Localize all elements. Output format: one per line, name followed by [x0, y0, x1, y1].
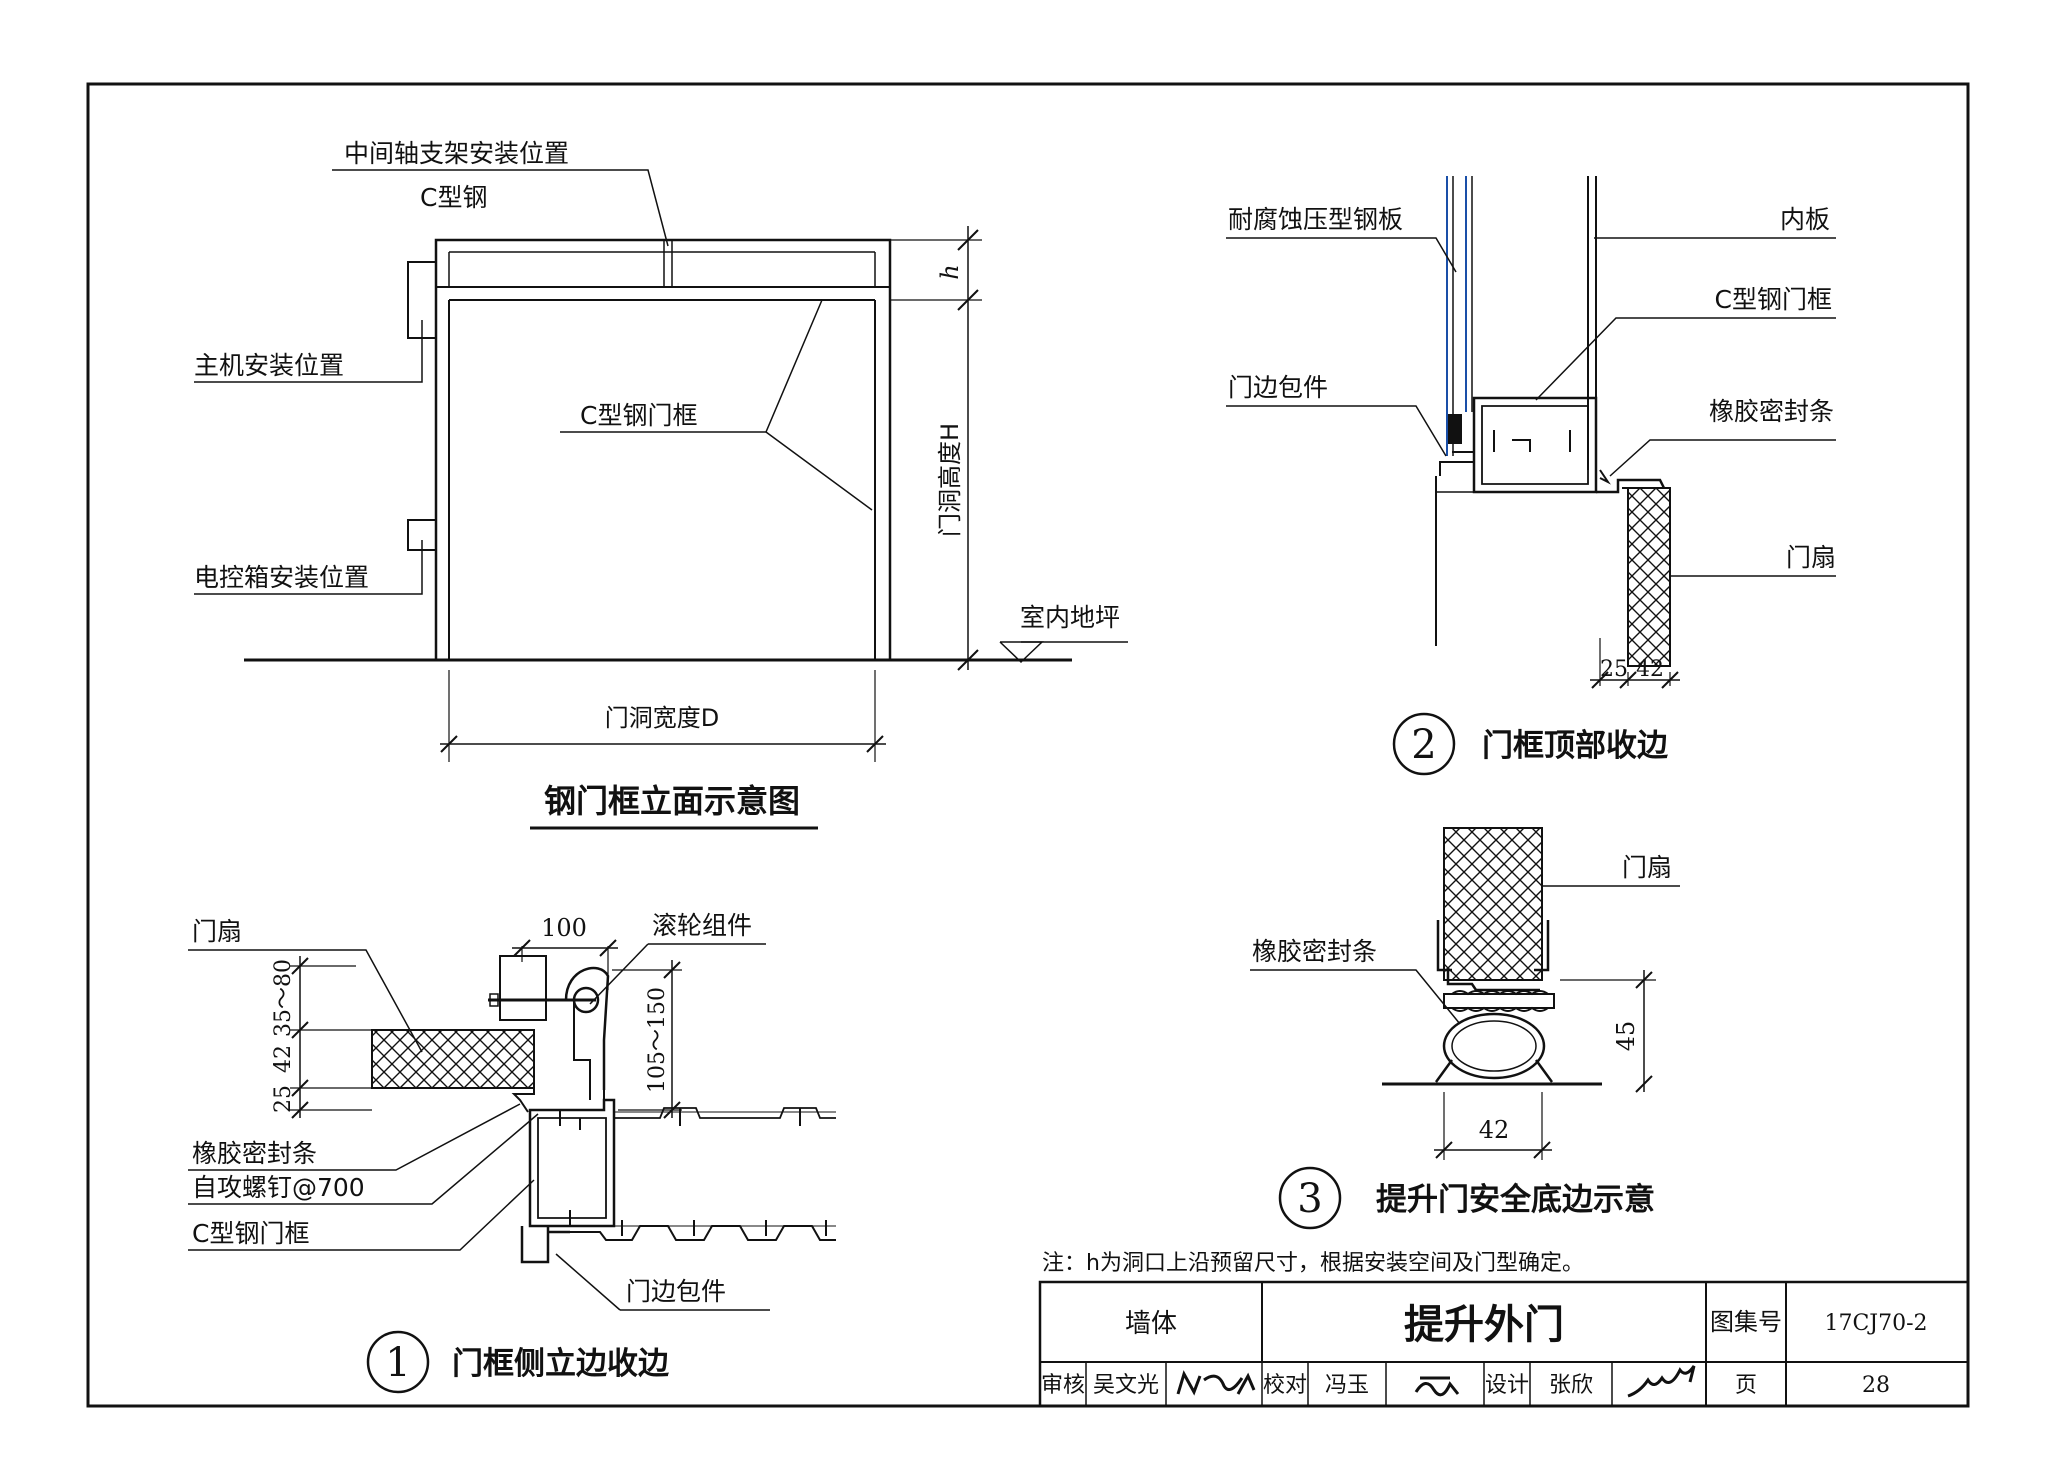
tb-page-label: 页	[1735, 1373, 1757, 1398]
d1-label-c-frame: C型钢门框	[192, 1219, 309, 1248]
tb-atlas-no: 17CJ70-2	[1824, 1311, 1927, 1336]
tb-page-no: 28	[1862, 1373, 1890, 1398]
detail-1-number-circle	[366, 1330, 430, 1394]
label-control-box: 电控箱安装位置	[194, 563, 369, 592]
d2-door-leaf	[1627, 487, 1671, 667]
dim-25: 25	[271, 1085, 296, 1113]
detail-1-number: 1	[385, 1340, 410, 1386]
detail-1: 35～80 42 25 100 105～150 门扇 滚轮组件 橡胶密封条 自攻…	[188, 911, 836, 1394]
d1-label-leaf: 门扇	[192, 917, 242, 946]
label-c-frame: C型钢门框	[580, 401, 697, 430]
label-c-steel: C型钢	[420, 183, 487, 212]
dim-height: 门洞高度H	[936, 423, 964, 537]
d1-label-screw: 自攻螺钉@700	[192, 1173, 365, 1202]
label-mid-axle: 中间轴支架安装位置	[344, 139, 569, 168]
tb-check-label: 校对	[1263, 1373, 1307, 1398]
detail-2: 25 42 耐腐蚀压型钢板 内板 C型钢门框 门边包件 橡胶密封条 门扇 2 门…	[1226, 176, 1836, 776]
d3-label-leaf: 门扇	[1622, 853, 1672, 882]
d2-dim-25: 25	[1600, 657, 1628, 682]
detail-1-title: 门框侧立边收边	[452, 1346, 670, 1382]
d3-label-seal: 橡胶密封条	[1252, 937, 1377, 966]
tb-category: 墙体	[1125, 1309, 1177, 1339]
d3-dim-42: 42	[1479, 1116, 1510, 1144]
d1-label-trim: 门边包件	[626, 1277, 726, 1306]
tb-title: 提升外门	[1404, 1302, 1564, 1348]
d2-dim-42: 42	[1636, 657, 1664, 682]
detail-2-number-circle	[1392, 712, 1456, 776]
detail-3-number-circle	[1278, 1166, 1342, 1230]
dim-h: h	[936, 264, 964, 279]
tb-designer-signature	[1627, 1365, 1696, 1398]
d2-label-seal: 橡胶密封条	[1709, 397, 1834, 426]
title-block: 墙体 提升外门 图集号 17CJ70-2 审核 吴文光 校对 冯玉 设计 张欣 …	[1038, 1280, 1970, 1408]
detail-3-number: 3	[1297, 1176, 1322, 1222]
roller-block	[499, 955, 547, 1021]
d1-label-roller: 滚轮组件	[652, 911, 752, 940]
sheet-border	[86, 82, 1970, 1408]
label-floor: 室内地坪	[1020, 603, 1120, 632]
d3-door-leaf	[1443, 827, 1543, 981]
dim-42: 42	[271, 1045, 296, 1073]
d3-dim-45: 45	[1612, 1021, 1640, 1052]
tb-design-label: 设计	[1485, 1373, 1529, 1398]
frame-outer	[434, 238, 892, 662]
detail-3: 45 42 门扇 橡胶密封条 3 提升门安全底边示意	[1250, 827, 1680, 1230]
door-leaf	[371, 1029, 535, 1089]
elevation-title: 钢门框立面示意图	[544, 782, 800, 820]
d1-label-seal: 橡胶密封条	[192, 1139, 317, 1168]
note-text: 注：h为洞口上沿预留尺寸，根据安装空间及门型确定。	[1042, 1251, 1584, 1276]
d2-label-panel: 耐腐蚀压型钢板	[1228, 205, 1403, 234]
label-host: 主机安装位置	[194, 351, 344, 380]
dim-105-150: 105～150	[645, 987, 670, 1093]
tb-reviewer-signature	[1176, 1370, 1256, 1396]
elevation-drawing: h 门洞高度H 中间轴支架安装位置 C型钢 主机安装位置 C型钢门框 电控箱安装…	[194, 139, 1128, 830]
dim-width: 门洞宽度D	[605, 704, 719, 732]
d2-label-trim: 门边包件	[1228, 373, 1328, 402]
tb-atlas-label: 图集号	[1710, 1308, 1782, 1336]
tb-checker: 冯玉	[1325, 1373, 1369, 1398]
dim-35-80: 35～80	[271, 959, 296, 1037]
d2-label-inner: 内板	[1780, 205, 1830, 234]
tb-review-label: 审核	[1041, 1373, 1085, 1398]
d2-label-leaf: 门扇	[1786, 543, 1836, 572]
d3-bulb-seal	[1442, 1012, 1546, 1080]
d2-label-c-frame: C型钢门框	[1715, 285, 1832, 314]
tb-reviewer: 吴文光	[1093, 1373, 1159, 1398]
dim-100: 100	[541, 914, 587, 942]
detail-2-number: 2	[1411, 722, 1436, 768]
tb-checker-signature	[1414, 1376, 1460, 1397]
detail-2-title: 门框顶部收边	[1482, 728, 1669, 764]
detail-3-title: 提升门安全底边示意	[1376, 1182, 1655, 1218]
tb-designer: 张欣	[1549, 1373, 1593, 1398]
